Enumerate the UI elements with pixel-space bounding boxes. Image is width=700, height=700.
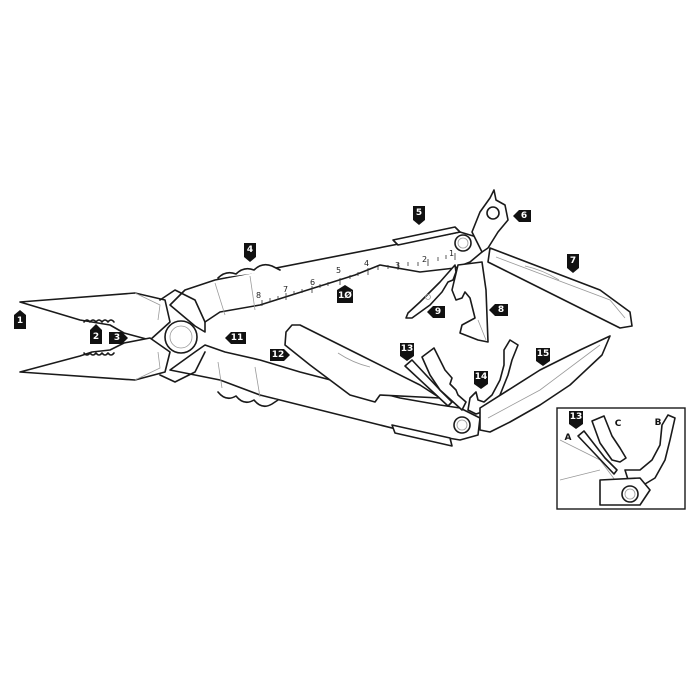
callout-9: 9 <box>427 306 445 318</box>
svg-text:7: 7 <box>570 256 576 266</box>
inset-letter-c: C <box>615 419 622 429</box>
svg-text:3: 3 <box>114 333 120 343</box>
can-opener-tool <box>451 261 489 343</box>
main-pivot <box>159 289 206 383</box>
callout-10: 1Ø <box>337 285 353 303</box>
svg-text:15: 15 <box>537 349 550 359</box>
svg-text:5: 5 <box>416 208 422 218</box>
svg-text:6: 6 <box>521 211 527 221</box>
callout-12: 12 <box>270 349 290 361</box>
ruler-mark-4: 4 <box>364 259 369 268</box>
callout-11: 11 <box>225 332 246 344</box>
ruler-mark-1: 1 <box>449 249 454 258</box>
ruler: 8 7 6 5 4 3 2 1 <box>256 249 456 306</box>
ruler-mark-7: 7 <box>283 285 288 294</box>
screwdriver-tool <box>405 264 457 319</box>
svg-text:13: 13 <box>401 344 414 354</box>
upper-handle <box>169 226 483 333</box>
inset-letter-b: B <box>655 418 662 428</box>
svg-text:1: 1 <box>17 316 23 326</box>
ruler-mark-5: 5 <box>336 266 341 275</box>
callout-7: 7 <box>567 254 579 273</box>
svg-text:4: 4 <box>247 245 253 255</box>
callout-15: 15 <box>536 348 550 366</box>
inset-callout-13: 13 <box>569 411 583 429</box>
ruler-mark-2: 2 <box>422 255 427 264</box>
callout-13: 13 <box>400 343 414 361</box>
large-blade <box>479 335 611 433</box>
callout-8: 8 <box>489 304 508 316</box>
plier-jaws <box>19 292 171 381</box>
callout-2: 2 <box>90 324 102 344</box>
callout-5: 5 <box>413 206 425 225</box>
bottle-opener-tool <box>471 189 509 253</box>
svg-text:2: 2 <box>93 332 99 342</box>
svg-text:11: 11 <box>231 333 244 343</box>
saw-blade <box>487 247 633 329</box>
svg-text:12: 12 <box>272 350 285 360</box>
svg-text:9: 9 <box>435 307 441 317</box>
knife-blade <box>284 324 441 403</box>
svg-text:14: 14 <box>475 372 488 382</box>
small-tools-group <box>404 339 519 415</box>
ruler-mark-3: 3 <box>395 261 400 270</box>
svg-text:8: 8 <box>498 305 504 315</box>
ruler-mark-8: 8 <box>256 291 261 300</box>
inset-letter-a: A <box>565 433 572 443</box>
svg-text:13: 13 <box>570 412 583 422</box>
ruler-mark-6: 6 <box>310 278 315 287</box>
callout-6: 6 <box>513 210 531 222</box>
callout-1: 1 <box>14 310 26 329</box>
callout-4: 4 <box>244 243 256 262</box>
callout-14: 14 <box>474 371 488 389</box>
callout-3: 3 <box>109 332 128 344</box>
svg-text:1Ø: 1Ø <box>338 290 352 301</box>
